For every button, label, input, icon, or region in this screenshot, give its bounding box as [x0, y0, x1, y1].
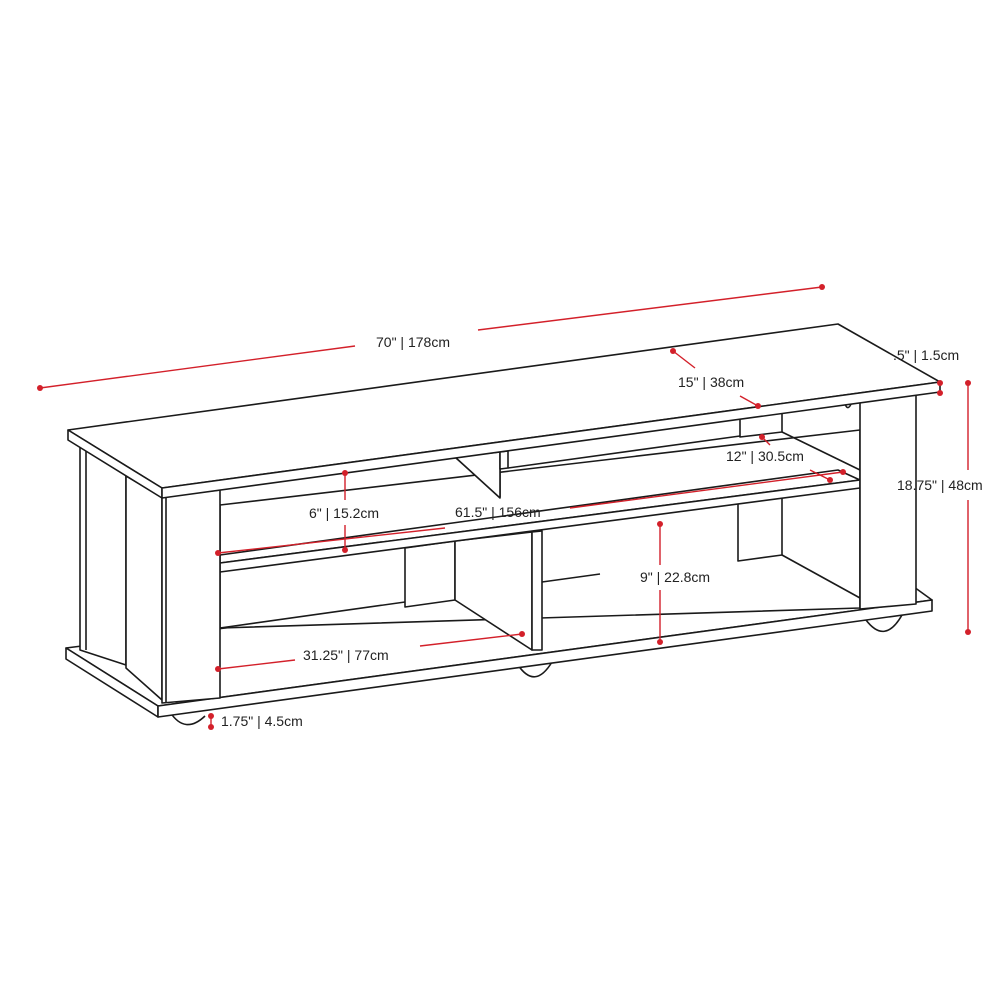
shelf-width-label: 61.5" | 156cm	[455, 504, 541, 520]
lower-opening-label: 9" | 22.8cm	[640, 569, 710, 585]
front-left-panel	[125, 475, 221, 704]
shelf-depth-label: 12" | 30.5cm	[726, 448, 804, 464]
back-left-panel	[79, 445, 127, 666]
height-label: 18.75" | 48cm	[897, 477, 983, 493]
leg-height-label: 1.75" | 4.5cm	[221, 713, 303, 729]
width-label: 70" | 178cm	[376, 334, 450, 350]
compartment-width-label: 31.25" | 77cm	[303, 647, 389, 663]
top-thickness-label: .5" | 1.5cm	[893, 347, 959, 363]
top-depth-label: 15" | 38cm	[678, 374, 744, 390]
top-slab	[67, 323, 941, 499]
upper-opening-label: 6" | 15.2cm	[309, 505, 379, 521]
dimension-lines	[37, 284, 971, 730]
